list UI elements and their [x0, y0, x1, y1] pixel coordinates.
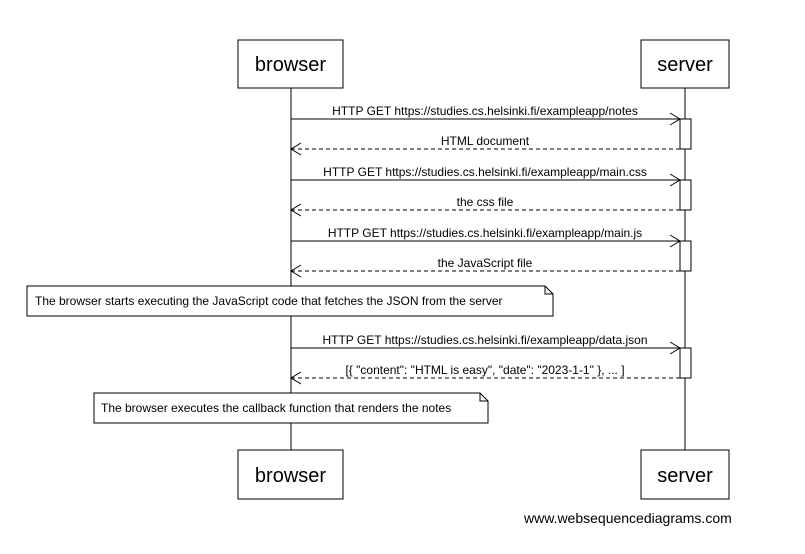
message-response-json: [{ "content": "HTML is easy", "date": "2… [290, 363, 680, 385]
arrowhead-icon [669, 234, 681, 248]
server-participant-bottom: server [640, 449, 730, 500]
message-request-json: HTTP GET https://studies.cs.helsinki.fi/… [291, 333, 681, 355]
message-response-js: the JavaScript file [290, 256, 680, 278]
browser-participant-label: browser [255, 54, 326, 76]
arrowhead-icon [290, 371, 302, 385]
note-js-execution: The browser starts executing the JavaScr… [26, 285, 554, 317]
server-activation-bar [679, 179, 692, 211]
server-activation-bar [679, 118, 692, 150]
message-label: HTML document [441, 134, 530, 148]
note-label: The browser executes the callback functi… [101, 401, 451, 415]
server-activation-bar [679, 240, 692, 272]
watermark: www.websequencediagrams.com [523, 510, 732, 526]
message-response-html: HTML document [290, 134, 680, 156]
server-participant-top: server [640, 39, 730, 89]
server-participant-label: server [657, 54, 713, 76]
message-request-js: HTTP GET https://studies.cs.helsinki.fi/… [291, 226, 681, 248]
browser-participant-label: browser [255, 465, 326, 487]
message-request-notes: HTTP GET https://studies.cs.helsinki.fi/… [291, 104, 681, 126]
arrowhead-icon [290, 142, 302, 156]
message-label: HTTP GET https://studies.cs.helsinki.fi/… [322, 333, 647, 347]
message-label: [{ "content": "HTML is easy", "date": "2… [345, 363, 624, 377]
browser-participant-top: browser [237, 39, 344, 89]
note-label: The browser starts executing the JavaScr… [35, 294, 503, 308]
message-label: HTTP GET https://studies.cs.helsinki.fi/… [323, 165, 647, 179]
message-response-css: the css file [290, 195, 680, 217]
message-label: the JavaScript file [438, 256, 533, 270]
arrowhead-icon [669, 112, 681, 126]
arrowhead-icon [669, 173, 681, 187]
arrowhead-icon [290, 203, 302, 217]
message-request-css: HTTP GET https://studies.cs.helsinki.fi/… [291, 165, 681, 187]
message-label: the css file [457, 195, 514, 209]
server-activation-bar [679, 347, 692, 379]
arrowhead-icon [290, 264, 302, 278]
server-participant-label: server [657, 465, 713, 487]
message-label: HTTP GET https://studies.cs.helsinki.fi/… [332, 104, 638, 118]
message-label: HTTP GET https://studies.cs.helsinki.fi/… [328, 226, 642, 240]
arrowhead-icon [669, 341, 681, 355]
note-callback: The browser executes the callback functi… [93, 392, 489, 424]
browser-participant-bottom: browser [237, 449, 344, 500]
